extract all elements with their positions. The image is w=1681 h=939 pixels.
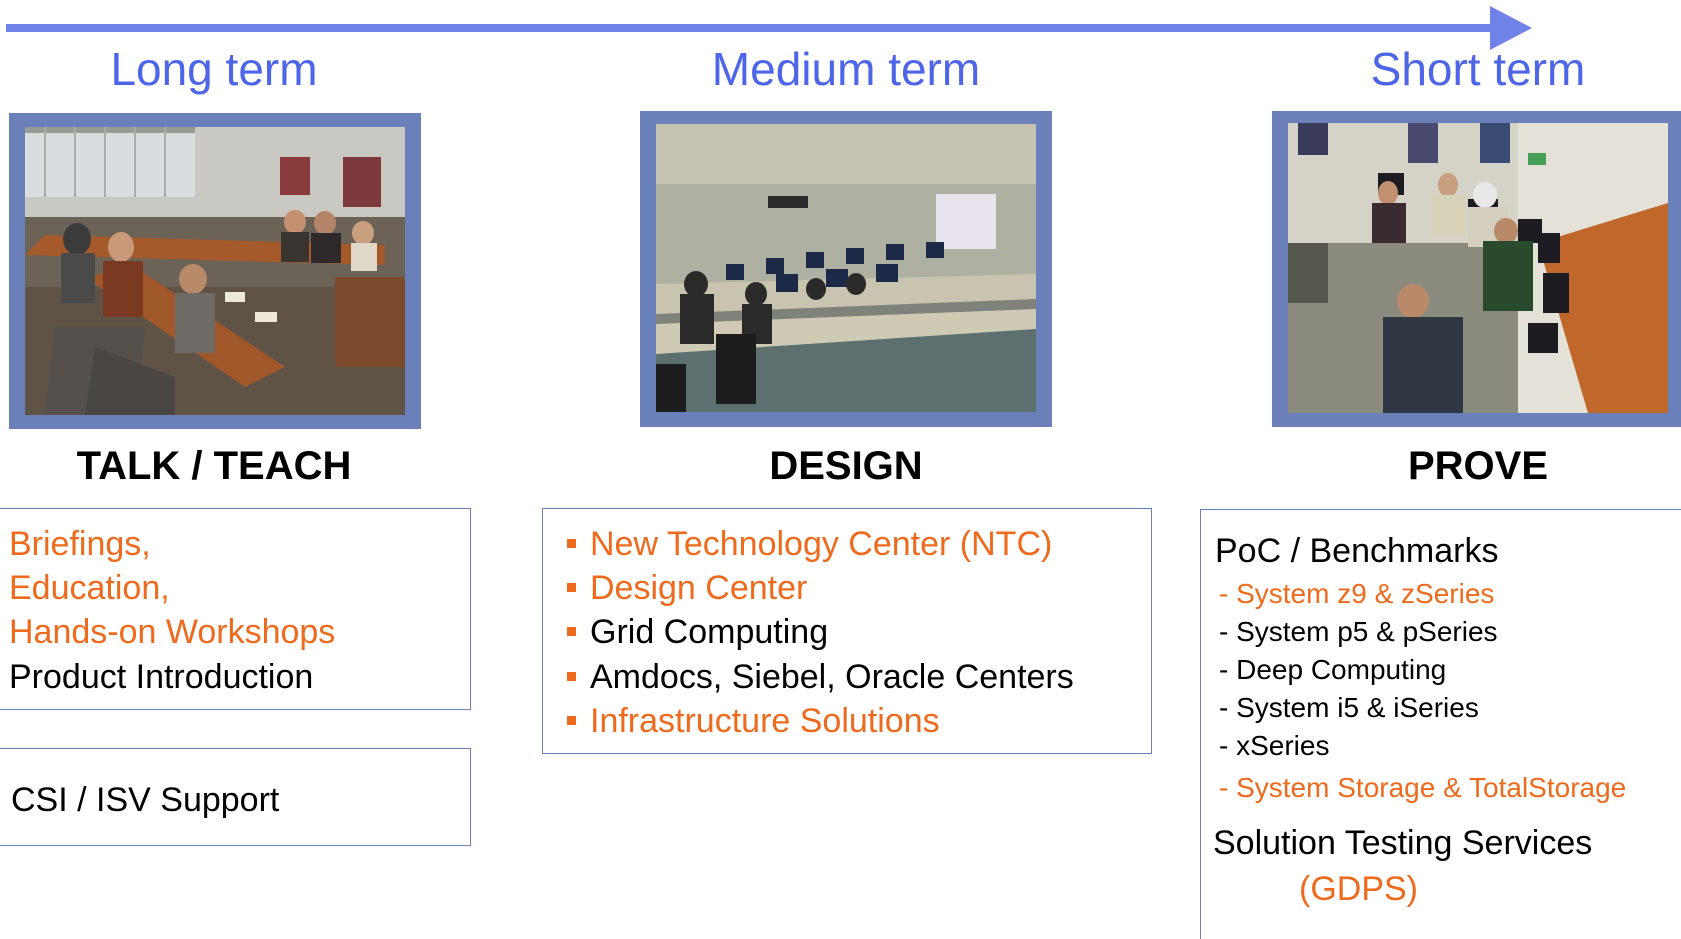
column-title-design: DESIGN bbox=[769, 444, 923, 488]
prove-item-xseries: - xSeries bbox=[1219, 730, 1330, 761]
talk-item-product-introduction: Product Introduction bbox=[9, 658, 314, 696]
prove-item-deep-computing: - Deep Computing bbox=[1219, 654, 1447, 685]
column-title-talk-teach: TALK / TEACH bbox=[76, 444, 352, 488]
meeting-room-photo bbox=[25, 127, 405, 415]
talk-teach-box: Briefings, Education, Hands-on Workshops… bbox=[0, 508, 471, 710]
column-title-prove: PROVE bbox=[1407, 444, 1549, 488]
photo-frame-design bbox=[640, 111, 1052, 427]
talk-item-briefings: Briefings, bbox=[9, 525, 151, 563]
design-item-amdocs-siebel-oracle: Amdocs, Siebel, Oracle Centers bbox=[567, 660, 1074, 694]
prove-box: PoC / Benchmarks - System z9 & zSeries -… bbox=[1200, 509, 1681, 939]
design-item-ntc: New Technology Center (NTC) bbox=[567, 527, 1052, 561]
talk-item-workshops: Hands-on Workshops bbox=[9, 613, 336, 651]
prove-item-i5: - System i5 & iSeries bbox=[1219, 692, 1479, 723]
training-room-photo bbox=[656, 124, 1036, 412]
design-item-infrastructure: Infrastructure Solutions bbox=[567, 704, 940, 738]
design-item-grid-computing: Grid Computing bbox=[567, 615, 828, 649]
design-box: New Technology Center (NTC) Design Cente… bbox=[542, 508, 1152, 754]
prove-solution-testing: Solution Testing Services bbox=[1213, 824, 1593, 862]
lab-photo bbox=[1288, 123, 1668, 413]
term-medium: Medium term bbox=[711, 43, 981, 95]
timeline-arrow bbox=[6, 6, 1532, 50]
prove-item-p5: - System p5 & pSeries bbox=[1219, 616, 1498, 647]
talk-item-education: Education, bbox=[9, 569, 170, 607]
talk-item-csi-isv-support: CSI / ISV Support bbox=[11, 781, 280, 819]
prove-item-z9: - System z9 & zSeries bbox=[1219, 578, 1495, 609]
prove-gdps: (GDPS) bbox=[1299, 870, 1418, 908]
csi-isv-box: CSI / ISV Support bbox=[0, 748, 471, 846]
photo-frame-prove bbox=[1272, 111, 1681, 427]
term-short: Short term bbox=[1370, 43, 1586, 95]
prove-heading-poc: PoC / Benchmarks bbox=[1215, 532, 1499, 570]
design-item-design-center: Design Center bbox=[567, 571, 807, 605]
term-long: Long term bbox=[110, 43, 318, 95]
prove-item-storage: - System Storage & TotalStorage bbox=[1219, 772, 1627, 803]
photo-frame-talk bbox=[9, 113, 421, 429]
